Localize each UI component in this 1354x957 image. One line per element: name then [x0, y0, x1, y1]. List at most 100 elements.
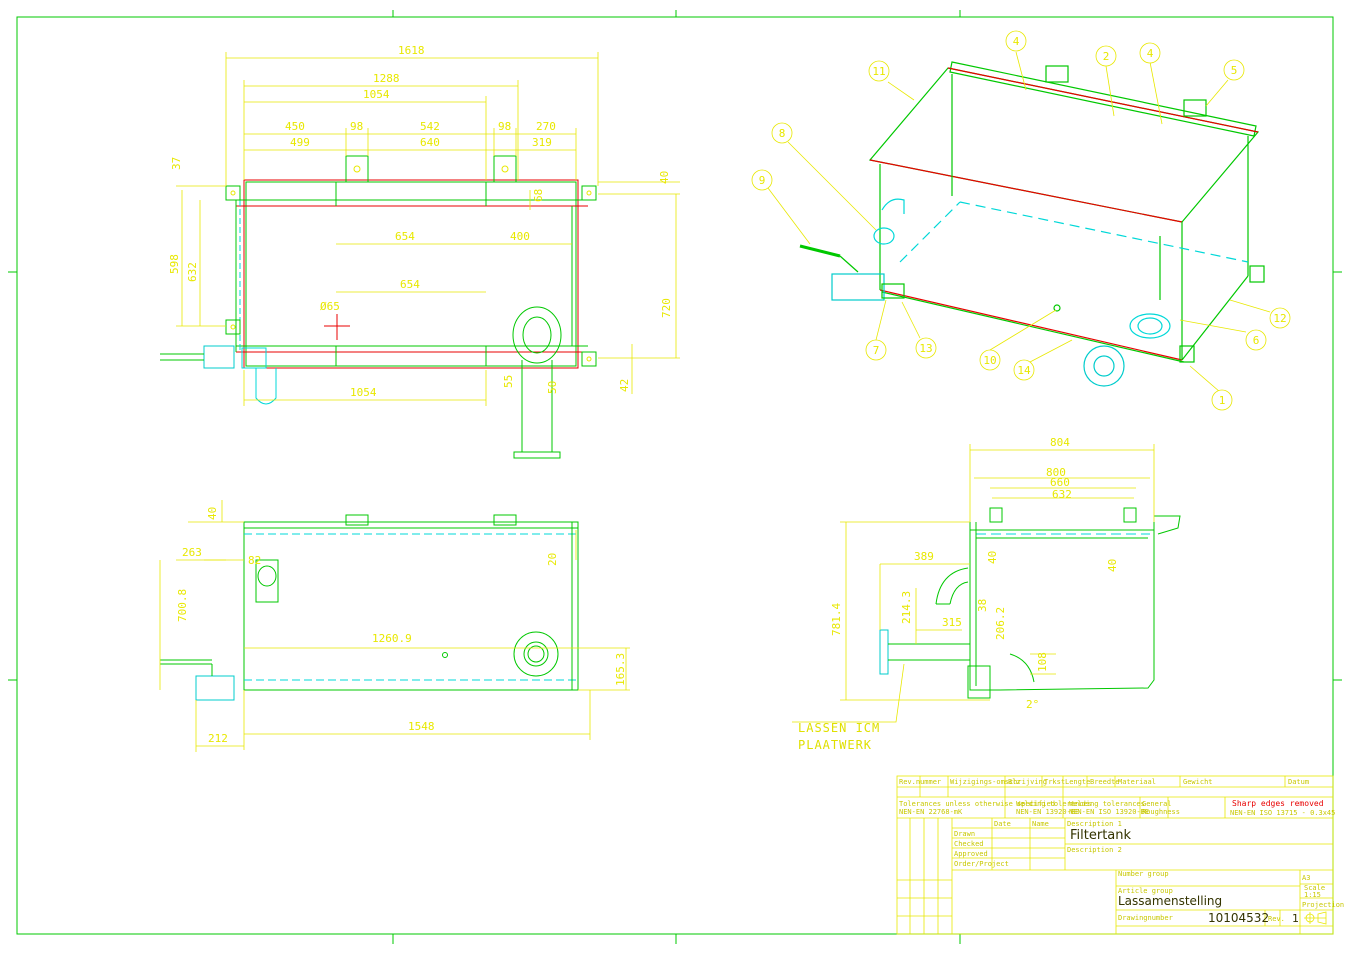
tb-roughness: Roughness — [1142, 808, 1180, 816]
tb-rev-number: Rev.nummer — [899, 778, 941, 786]
tb-sharp-edges: Sharp edges removed — [1232, 799, 1324, 808]
dim-660: 660 — [1050, 476, 1070, 489]
tb-weld-tol-2-std: NEN-EN ISO 13920-BE — [1069, 808, 1149, 816]
dim-55: 55 — [502, 375, 515, 388]
tb-general: General — [1142, 800, 1172, 808]
dim-632: 632 — [186, 262, 199, 282]
tb-tolerances-std: NEN-EN 22768-mK — [899, 808, 963, 816]
balloon-11: 11 — [872, 65, 885, 78]
tb-checked: Checked — [954, 840, 984, 848]
dim-212: 212 — [208, 732, 228, 745]
weld-note-line1: LASSEN ICM — [798, 721, 880, 735]
dim-270: 270 — [536, 120, 556, 133]
drawing-number: 10104532 — [1208, 911, 1269, 925]
dim-499: 499 — [290, 136, 310, 149]
title-block: Rev.nummer Wijzigings-omschrijving Blz T… — [896, 775, 1344, 935]
tb-change-desc: Wijzigings-omschrijving — [950, 778, 1047, 786]
dim-38: 38 — [976, 599, 989, 612]
isometric-view: 1 2 4 4 5 6 7 8 9 10 11 12 13 14 — [751, 30, 1291, 411]
tb-length: Lengte — [1065, 778, 1090, 786]
tb-desc1-label: Description 1 — [1067, 820, 1122, 828]
dim-598: 598 — [168, 254, 181, 274]
tb-approved: Approved — [954, 850, 988, 858]
dim-206-2: 206.2 — [994, 607, 1007, 640]
tb-name-label: Name — [1032, 820, 1049, 828]
tb-date-label: Date — [994, 820, 1011, 828]
balloon-10: 10 — [983, 354, 996, 367]
tb-desc2-label: Description 2 — [1067, 846, 1122, 854]
dim-542: 542 — [420, 120, 440, 133]
balloon-1: 1 — [1219, 394, 1226, 407]
tb-article-value: Lassamenstelling — [1118, 894, 1222, 908]
dim-37: 37 — [170, 157, 183, 170]
dim-98-a: 98 — [350, 120, 363, 133]
dim-98-b: 98 — [498, 120, 511, 133]
balloon-2: 2 — [1103, 50, 1110, 63]
dim-82: 82 — [248, 554, 261, 567]
dim-1054-bottom: 1054 — [350, 386, 377, 399]
tb-date: Datum — [1288, 778, 1309, 786]
tb-sheet: 1 — [1292, 912, 1299, 925]
dim-632-side: 632 — [1052, 488, 1072, 501]
dim-1548: 1548 — [408, 720, 435, 733]
side-view: 804 800 660 632 389 40 40 781.4 214.3 31… — [792, 436, 1181, 752]
balloon-4b: 4 — [1147, 47, 1154, 60]
tb-drawn: Drawn — [954, 830, 975, 838]
dim-654-a: 654 — [395, 230, 415, 243]
balloon-6: 6 — [1253, 334, 1260, 347]
dim-720: 720 — [660, 298, 673, 318]
balloon-13: 13 — [919, 342, 932, 355]
tb-weld-tol: Welding tolerances — [1016, 800, 1092, 808]
dim-654-b: 654 — [400, 278, 420, 291]
dim-40-side-b: 40 — [1106, 559, 1119, 572]
dim-1288: 1288 — [373, 72, 400, 85]
tb-weld-tol-std: NEN-EN 13920-BE — [1016, 808, 1079, 816]
tb-drawing-number-label: Drawingnumber — [1118, 914, 1173, 922]
tb-sharp-edges-std: NEN-EN ISO 13715 - 0.3x45 — [1230, 809, 1335, 817]
dim-263: 263 — [182, 546, 202, 559]
dim-781-4: 781.4 — [830, 603, 843, 636]
balloon-7: 7 — [873, 344, 880, 357]
dim-804: 804 — [1050, 436, 1070, 449]
dim-214-3: 214.3 — [900, 591, 913, 624]
tb-pieces: Trkst — [1044, 778, 1065, 786]
tb-format: A3 — [1302, 874, 1310, 882]
dim-700-8: 700.8 — [176, 589, 189, 622]
drawing-title: Filtertank — [1070, 828, 1131, 843]
weld-note-line2: PLAATWERK — [798, 738, 872, 752]
tb-page: Blz — [1008, 778, 1021, 786]
front-view: 40 263 82 700.8 20 1260.9 165.3 1548 212 — [159, 500, 630, 752]
dim-68: 68 — [532, 189, 545, 202]
balloon-4a: 4 — [1013, 35, 1020, 48]
dim-20: 20 — [546, 553, 559, 566]
tb-rev-label: Rev. — [1268, 915, 1285, 923]
tb-width: Breedte — [1090, 778, 1120, 786]
tb-article-group: Article group — [1118, 887, 1173, 895]
balloon-5: 5 — [1231, 64, 1238, 77]
tb-material: Materiaal — [1118, 778, 1156, 786]
sheet-frame — [8, 10, 1342, 944]
tb-tolerances: Tolerances unless otherwise specified — [899, 800, 1055, 808]
top-view: 1618 1288 1054 450 98 542 98 270 499 640… — [160, 44, 680, 459]
tb-order: Order/Project — [954, 860, 1009, 868]
tb-scale-label: Scale — [1304, 884, 1325, 892]
projection-symbol-icon — [1304, 911, 1327, 925]
dim-50: 50 — [546, 381, 559, 394]
dim-40-side-a: 40 — [986, 551, 999, 564]
dim-800: 800 — [1046, 466, 1066, 479]
dim-65-dia: Ø65 — [320, 300, 340, 313]
dim-108: 108 — [1036, 652, 1049, 672]
balloon-8: 8 — [779, 127, 786, 140]
dim-40-front: 40 — [206, 507, 219, 520]
dim-1054: 1054 — [363, 88, 390, 101]
dim-42: 42 — [618, 379, 631, 392]
balloon-12: 12 — [1273, 312, 1286, 325]
dim-315: 315 — [942, 616, 962, 629]
balloon-9: 9 — [759, 174, 766, 187]
dim-1260-9: 1260.9 — [372, 632, 412, 645]
tb-scale-value: 1:15 — [1304, 891, 1321, 899]
tb-number-group: Number group — [1118, 870, 1169, 878]
dim-overall-length: 1618 — [398, 44, 425, 57]
tb-weld-tol-2: Welding tolerances — [1069, 800, 1145, 808]
